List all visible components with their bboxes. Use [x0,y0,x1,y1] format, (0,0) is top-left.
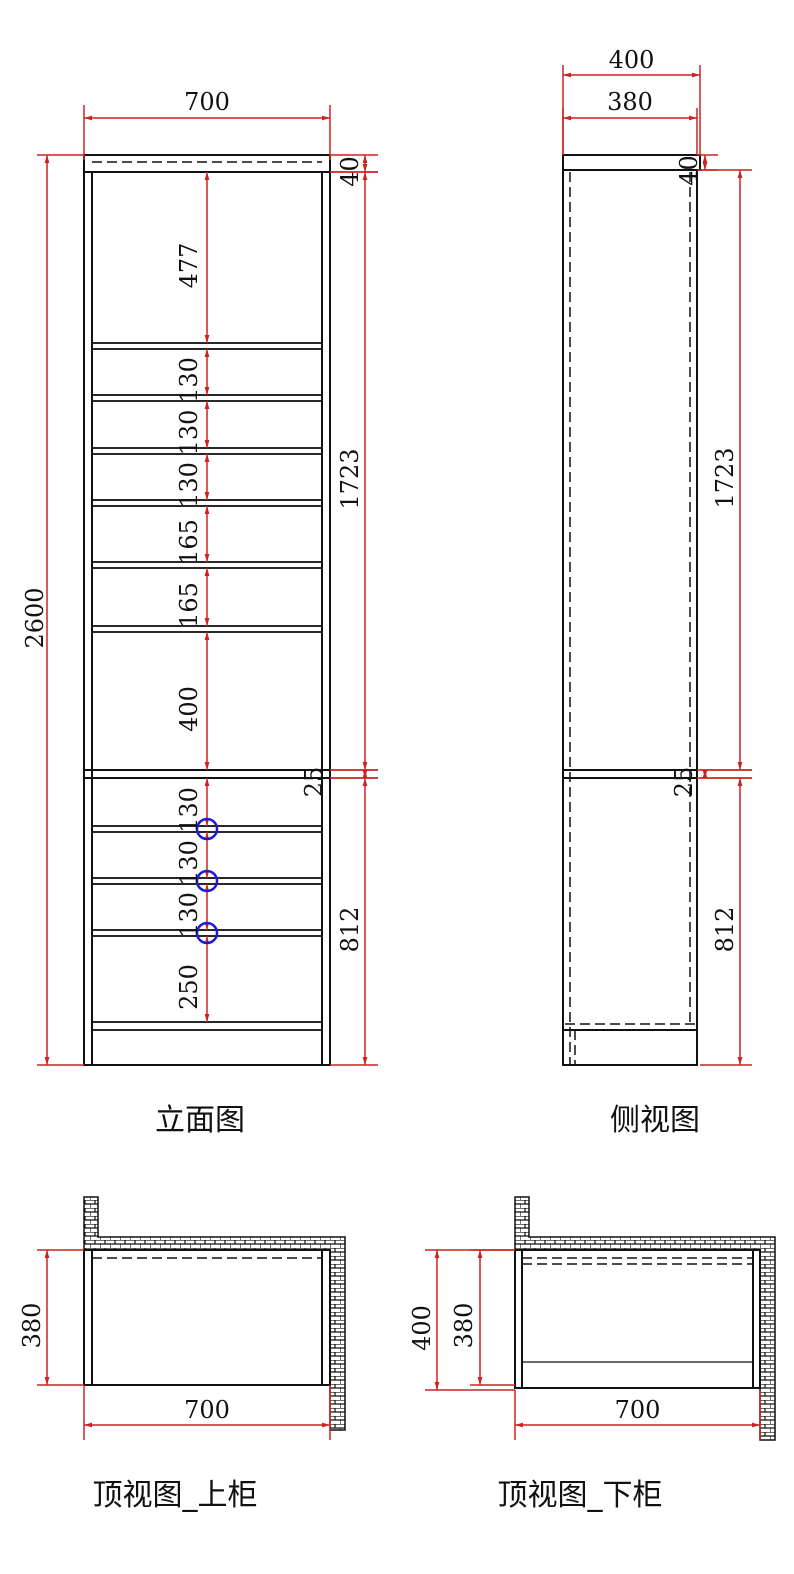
dimension-label: 812 [336,907,364,953]
marker-circle [195,921,219,945]
dimension-label: 130 [175,410,203,456]
dimension-vertical [330,777,378,1066]
dimension-label: 700 [184,88,230,116]
elevation-title: 立面图 [155,1103,245,1138]
dimension-label: 477 [175,243,203,289]
dimension-label: 130 [175,892,203,938]
dimension-label: 1723 [711,447,739,508]
side-view-title: 侧视图 [610,1103,700,1138]
dimension-label: 250 [175,964,203,1010]
dimension-label: 130 [175,840,203,886]
cabinet-outline [83,154,331,1066]
shelf [91,625,323,633]
dimension-label: 25 [670,767,698,798]
shelf [91,447,323,455]
top-view-upper-title: 顶视图_上柜 [93,1478,258,1513]
top-view-lower-outline [514,1249,761,1389]
dimension-label: 380 [18,1303,46,1349]
dimension-label: 700 [184,1396,230,1424]
dimension-horizontal [83,105,331,160]
shelf [91,499,323,507]
shelf [91,929,323,937]
dimension-vertical [697,769,752,779]
shelf [91,342,323,350]
side-middle-divider [562,769,698,779]
dimension-label: 130 [175,787,203,833]
dimension-label: 130 [175,357,203,403]
shelf [91,394,323,402]
middle-divider [83,769,331,779]
shelf [91,561,323,569]
shelf [91,1021,323,1031]
dimension-vertical [330,769,378,779]
dimension-horizontal [83,1385,331,1440]
dimension-label: 380 [450,1303,478,1349]
dimension-label: 165 [175,519,203,565]
side-outline [562,169,698,1066]
dimension-horizontal [562,108,698,155]
dimension-label: 1723 [336,448,364,509]
dimension-label: 2600 [21,587,49,648]
dimension-vertical [700,777,752,1066]
dimension-label: 40 [675,155,703,186]
dimension-label: 165 [175,582,203,628]
dimension-label: 40 [336,156,364,187]
marker-circle [195,817,219,841]
dimension-label: 400 [609,46,655,74]
marker-circle [195,869,219,893]
dimension-vertical [37,154,84,1066]
top-view-lower-title: 顶视图_下柜 [498,1478,663,1513]
dimension-label: 380 [607,88,653,116]
dimension-label: 400 [408,1305,436,1351]
dimension-label: 700 [615,1396,661,1424]
dimension-vertical [37,1249,84,1386]
dimension-label: 130 [175,462,203,508]
dimension-horizontal [514,1390,761,1440]
dimension-label: 25 [300,767,328,798]
top-view-upper-outline [83,1249,331,1386]
shelf [91,825,323,833]
dimension-vertical [470,1249,515,1386]
dimension-label: 812 [711,907,739,953]
dimension-label: 400 [175,686,203,732]
shelf [91,877,323,885]
